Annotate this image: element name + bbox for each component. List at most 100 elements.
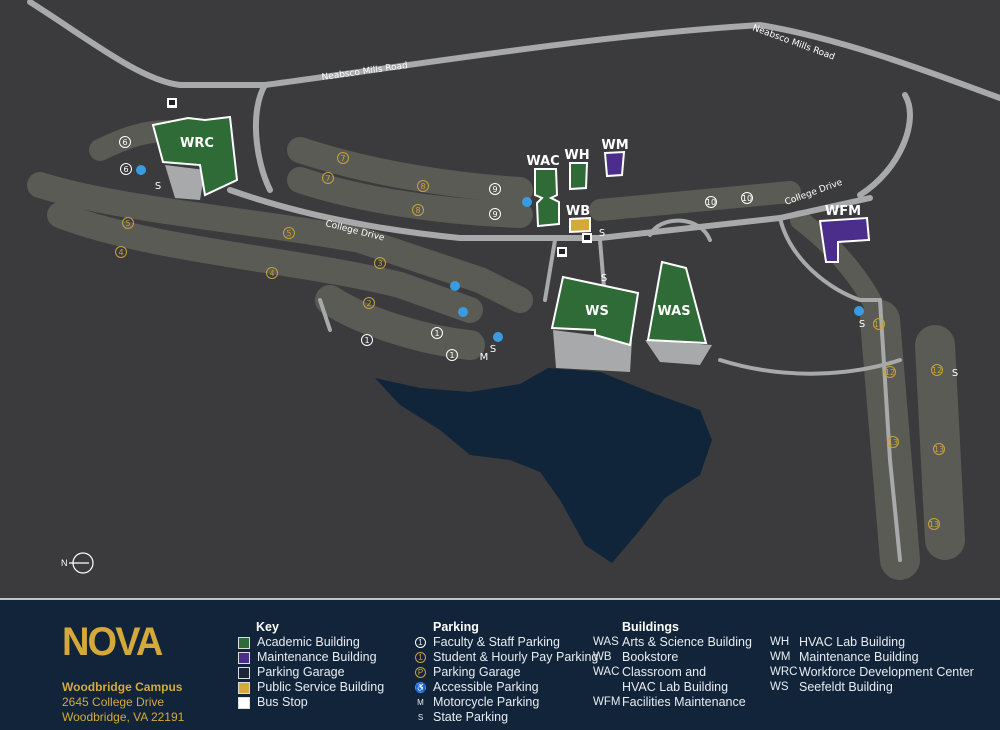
- parking-marker: 8: [417, 180, 429, 192]
- svg-text:12: 12: [874, 320, 884, 329]
- key-legend: Key Academic Building Maintenance Buildi…: [238, 620, 384, 710]
- building-wh[interactable]: WH: [564, 148, 590, 191]
- svg-text:12: 12: [885, 368, 895, 377]
- svg-text:7: 7: [340, 154, 345, 163]
- key-item: Bus Stop: [238, 695, 384, 710]
- building-ws[interactable]: WS: [550, 275, 640, 347]
- faculty-parking-icon: 1: [415, 637, 426, 648]
- parking-marker: 7: [337, 152, 349, 164]
- svg-text:WAS: WAS: [657, 304, 690, 319]
- key-item: Public Service Building: [238, 680, 384, 695]
- bus-icon: [238, 696, 250, 709]
- building-wac[interactable]: WAC: [526, 154, 560, 228]
- parking-marker: 9: [489, 183, 501, 195]
- svg-text:10: 10: [706, 198, 716, 207]
- building-item: HVAC Lab Building: [622, 680, 729, 694]
- neabsco-mills-road: [27, 0, 1000, 101]
- parking-marker: 12: [873, 318, 885, 330]
- parking-marker: 2: [363, 297, 375, 309]
- svg-text:8: 8: [415, 206, 420, 215]
- student-parking-markers: 7 7 8 8 5 5 4 4 3 2 12 12 12 13 13 13: [115, 152, 945, 530]
- parking-marker: 10: [705, 196, 717, 208]
- road-label: Neabsco Mills Road: [321, 61, 408, 83]
- motorcycle-icon: M: [417, 698, 424, 707]
- north-arrow-icon: N: [61, 552, 94, 574]
- key-item: Parking Garage: [238, 665, 384, 680]
- parking-marker: 9: [489, 208, 501, 220]
- svg-text:9: 9: [492, 185, 497, 194]
- parking-marker: 1: [446, 349, 458, 361]
- nova-logo: NOVA: [62, 620, 163, 664]
- svg-text:10: 10: [742, 194, 752, 203]
- svg-text:3: 3: [377, 259, 382, 268]
- accessible-icon: [493, 332, 503, 342]
- parking-marker: 1: [431, 327, 443, 339]
- svg-text:N: N: [61, 558, 68, 568]
- key-item: Academic Building: [238, 635, 384, 650]
- parking-marker: 13: [933, 443, 945, 455]
- campus-map[interactable]: Neabsco Mills Road Neabsco Mills Road Co…: [0, 0, 1000, 598]
- parking-marker: 3: [374, 257, 386, 269]
- svg-text:S: S: [601, 273, 607, 284]
- accessible-icon: ♿: [415, 682, 426, 693]
- lake: [375, 368, 712, 563]
- roads: [27, 0, 1000, 562]
- svg-text:6: 6: [123, 165, 128, 174]
- svg-text:5: 5: [286, 229, 291, 238]
- bus-stop-icon: [167, 98, 177, 108]
- svg-text:WM: WM: [601, 138, 628, 153]
- svg-text:S: S: [952, 368, 958, 379]
- bus-stops: [167, 98, 592, 257]
- state-parking-markers: S S S S S S M: [155, 181, 958, 379]
- parking-marker: 1: [361, 334, 373, 346]
- accessible-icon: [458, 307, 468, 317]
- state-icon: S: [417, 713, 424, 722]
- svg-text:S: S: [599, 228, 605, 239]
- building-wm[interactable]: WM: [601, 138, 629, 178]
- accessible-icon: [854, 306, 864, 316]
- building-wb[interactable]: WB: [566, 204, 591, 234]
- address-line: Woodbridge, VA 22191: [62, 710, 185, 724]
- maintenance-swatch-icon: [238, 651, 250, 664]
- parking-marker: 10: [741, 192, 753, 204]
- accessible-parking-icons: [136, 165, 864, 342]
- garage-parking-icon: P: [415, 667, 426, 678]
- svg-text:S: S: [859, 319, 865, 330]
- accessible-icon: [450, 281, 460, 291]
- svg-text:6: 6: [122, 138, 127, 147]
- parking-marker: 8: [412, 204, 424, 216]
- student-parking-icon: 1: [415, 652, 426, 663]
- svg-text:WH: WH: [564, 148, 589, 163]
- college-drive: [227, 187, 873, 241]
- building-wrc[interactable]: WRC: [151, 115, 239, 197]
- parking-marker: 12: [884, 366, 896, 378]
- accessible-icon: [136, 165, 146, 175]
- campus-address: Woodbridge Campus 2645 College Drive Woo…: [62, 680, 184, 725]
- parking-title: Parking: [433, 620, 479, 634]
- svg-text:WAC: WAC: [526, 154, 559, 169]
- svg-text:13: 13: [929, 520, 939, 529]
- building-wfm[interactable]: WFM: [818, 204, 871, 263]
- parking-marker: 5: [283, 227, 295, 239]
- key-title: Key: [256, 620, 279, 634]
- parking-marker: 12: [931, 364, 943, 376]
- building-was[interactable]: WAS: [646, 260, 708, 345]
- svg-text:S: S: [155, 181, 161, 192]
- parking-marker: 4: [115, 246, 127, 258]
- address-line: 2645 College Drive: [62, 695, 165, 709]
- svg-text:WS: WS: [585, 304, 609, 319]
- buildings: WRC WAC WH WM WB WFM WS WAS: [151, 115, 871, 347]
- parking-marker: 13: [928, 518, 940, 530]
- public-service-swatch-icon: [238, 681, 250, 694]
